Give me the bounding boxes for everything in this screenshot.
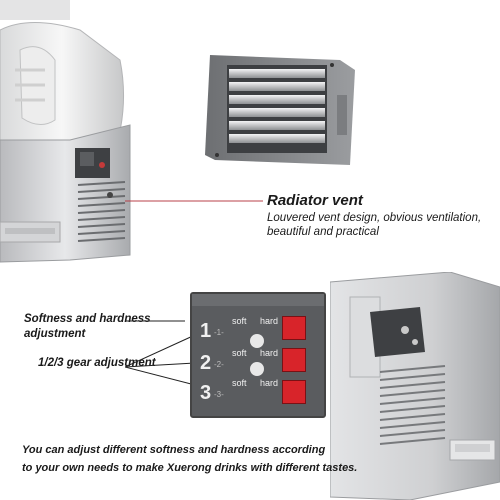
rocker-switch-1[interactable] <box>282 316 306 340</box>
radiator-title: Radiator vent <box>267 192 363 209</box>
gear-number-1: 1 <box>200 320 212 342</box>
soft-label-2: soft <box>232 348 247 358</box>
soft-label-3: soft <box>232 378 247 388</box>
slush-machine-top-left <box>0 0 131 263</box>
radiator-pointer-line <box>125 200 263 202</box>
radiator-desc-line1: Louvered vent design, obvious ventilatio… <box>267 212 482 224</box>
knob-1[interactable] <box>250 334 264 348</box>
gear-sub-1: -1- <box>214 328 224 337</box>
gear-sub-2: -2- <box>214 360 224 369</box>
radiator-desc-line2: beautiful and practical <box>267 226 379 238</box>
caption-line2: to your own needs to make Xuerong drinks… <box>22 462 358 474</box>
hard-label-2: hard <box>260 348 279 358</box>
soft-label-1: soft <box>232 316 247 326</box>
gear-number-2: 2 <box>200 352 212 374</box>
caption-line1: You can adjust different softness and ha… <box>22 444 326 456</box>
knob-2[interactable] <box>250 362 264 376</box>
adjustment-pointer-lines <box>125 320 196 386</box>
radiator-vent-image <box>205 55 355 165</box>
rocker-switch-3[interactable] <box>282 380 306 404</box>
softness-label-line1: Softness and hardness <box>24 313 151 325</box>
hard-label-3: hard <box>260 378 279 388</box>
hard-label-1: hard <box>260 316 279 326</box>
gear-sub-3: -3- <box>214 390 224 399</box>
softness-label-line2: adjustment <box>24 328 86 340</box>
rocker-switch-2[interactable] <box>282 348 306 372</box>
control-panel-closeup: 1 -1- soft hard 2 -2- soft hard 3 -3- so… <box>190 292 326 418</box>
gear-number-3: 3 <box>200 382 212 404</box>
slush-machine-bottom-right <box>330 272 500 500</box>
